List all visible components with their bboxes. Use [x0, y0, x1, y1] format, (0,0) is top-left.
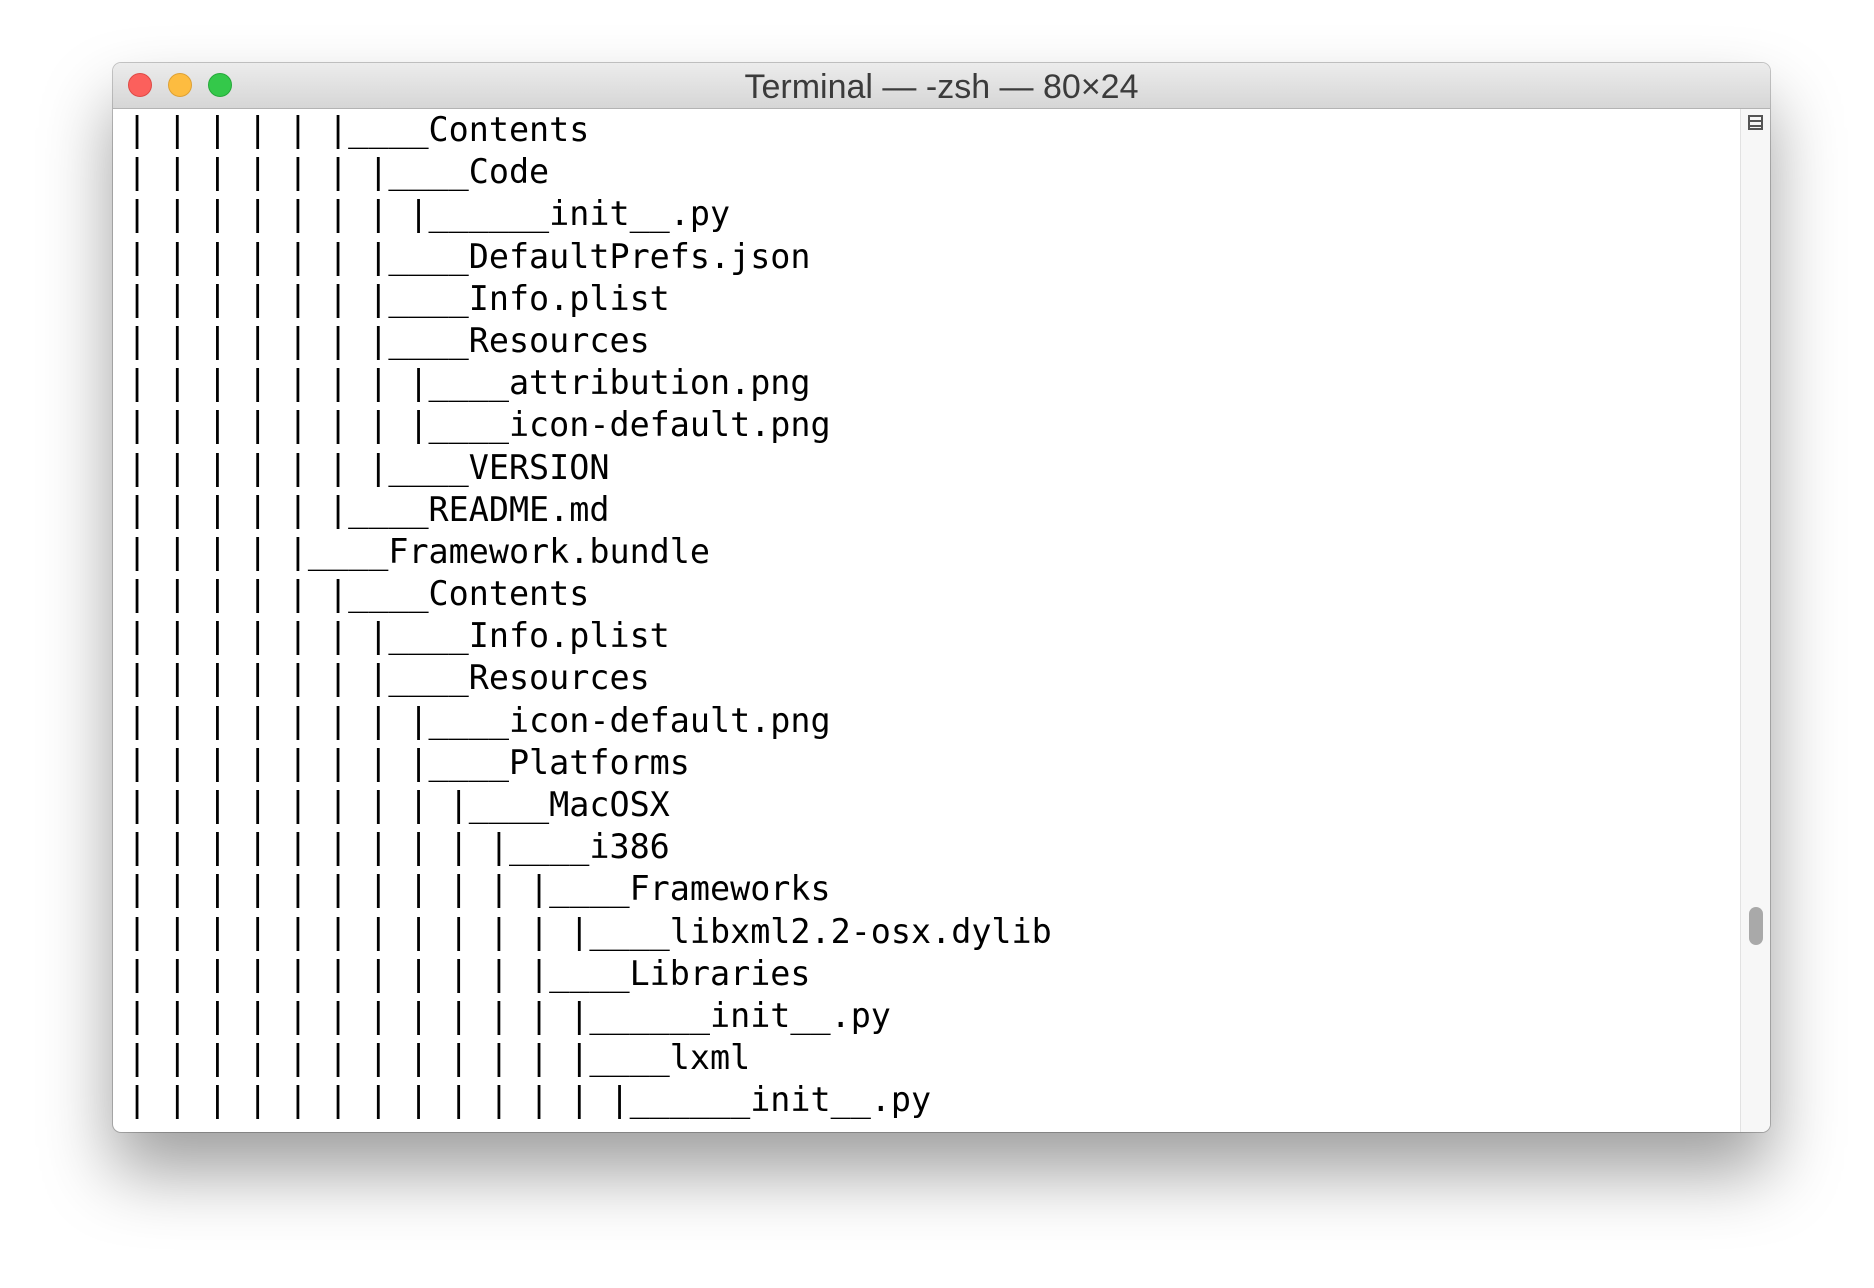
terminal-line: | | | | | | | | | | | |____libxml2.2-osx…: [127, 911, 1052, 951]
terminal-line: | | | | | | |____VERSION: [127, 447, 610, 487]
terminal-line: | | | | | | | | | | | |______init__.py: [127, 995, 891, 1035]
title-bar[interactable]: Terminal — -zsh — 80×24: [113, 63, 1770, 109]
terminal-line: | | | | | | |____Resources: [127, 320, 650, 360]
terminal-line: | | | | | | | | | |____i386: [127, 827, 670, 867]
close-icon[interactable]: [128, 73, 152, 97]
terminal-line: | | | | | |____README.md: [127, 489, 610, 529]
terminal-line: | | | | | | | |____Platforms: [127, 742, 690, 782]
terminal-line: | | | | | |____Contents: [127, 574, 590, 614]
terminal-output: | | | | | |____Contents| | | | | | |____…: [127, 109, 1052, 1122]
terminal-window: Terminal — -zsh — 80×24 | | | | | |____C…: [113, 63, 1770, 1132]
terminal-line: | | | | | | |____Code: [127, 152, 550, 192]
terminal-line: | | | | | | | | | | |____Libraries: [127, 953, 811, 993]
vertical-scrollbar[interactable]: [1740, 109, 1770, 1132]
zoom-icon[interactable]: [208, 73, 232, 97]
terminal-line: | | | | | | |____Info.plist: [127, 616, 670, 656]
window-title: Terminal — -zsh — 80×24: [744, 68, 1139, 106]
terminal-line: | | | | | | | |____icon-default.png: [127, 405, 831, 445]
terminal-line: | | | | | | | |____icon-default.png: [127, 700, 831, 740]
terminal-line: | | | | | | | | | | | |____lxml: [127, 1038, 751, 1078]
terminal-line: | | | | | | |____DefaultPrefs.json: [127, 236, 811, 276]
terminal-line: | | | | |____Framework.bundle: [127, 531, 710, 571]
terminal-line: | | | | | | | |____attribution.png: [127, 363, 811, 403]
terminal-line: | | | | | | | | | | |____Frameworks: [127, 869, 831, 909]
scroll-thumb[interactable]: [1749, 907, 1763, 945]
minimize-icon[interactable]: [168, 73, 192, 97]
split-pane-icon[interactable]: [1748, 115, 1763, 130]
terminal-line: | | | | | | | | |____MacOSX: [127, 785, 670, 824]
terminal-line: | | | | | |____Contents: [127, 110, 590, 149]
terminal-line: | | | | | | | |______init__.py: [127, 194, 731, 234]
terminal-line: | | | | | | |____Resources: [127, 658, 650, 698]
terminal-line: | | | | | | | | | | | | |______init__.py: [127, 1080, 932, 1120]
terminal-content[interactable]: | | | | | |____Contents| | | | | | |____…: [113, 109, 1740, 1132]
terminal-line: | | | | | | |____Info.plist: [127, 278, 670, 318]
